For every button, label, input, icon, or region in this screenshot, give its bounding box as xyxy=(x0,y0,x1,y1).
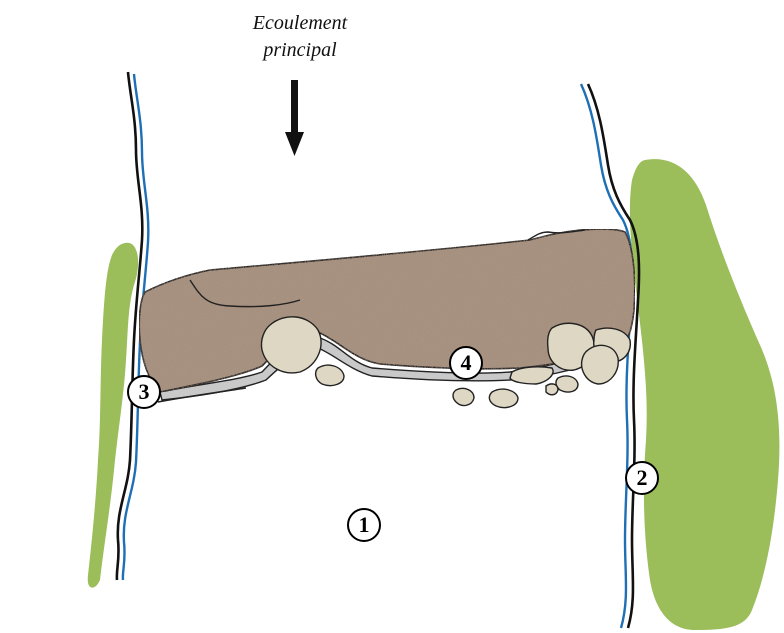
flow-label: Ecoulement principal xyxy=(200,10,400,64)
marker-right-bank: 2 xyxy=(625,461,659,495)
boulder xyxy=(546,384,558,395)
boulder xyxy=(261,317,321,373)
flow-arrow-shaft xyxy=(291,80,298,136)
flow-arrow xyxy=(285,80,304,156)
boulder xyxy=(489,389,518,407)
flow-arrow-head xyxy=(285,132,304,156)
marker-channel: 1 xyxy=(347,508,381,542)
boulder xyxy=(453,388,474,405)
boulder xyxy=(556,376,578,392)
marker-left-bank: 3 xyxy=(127,375,161,409)
flow-label-line2: principal xyxy=(200,37,400,64)
boulder xyxy=(582,345,619,384)
boulder xyxy=(510,367,553,384)
flow-label-line1: Ecoulement xyxy=(200,10,400,37)
marker-bar-edge: 4 xyxy=(449,346,483,380)
boulder xyxy=(316,365,344,385)
right-vegetation xyxy=(630,159,779,630)
